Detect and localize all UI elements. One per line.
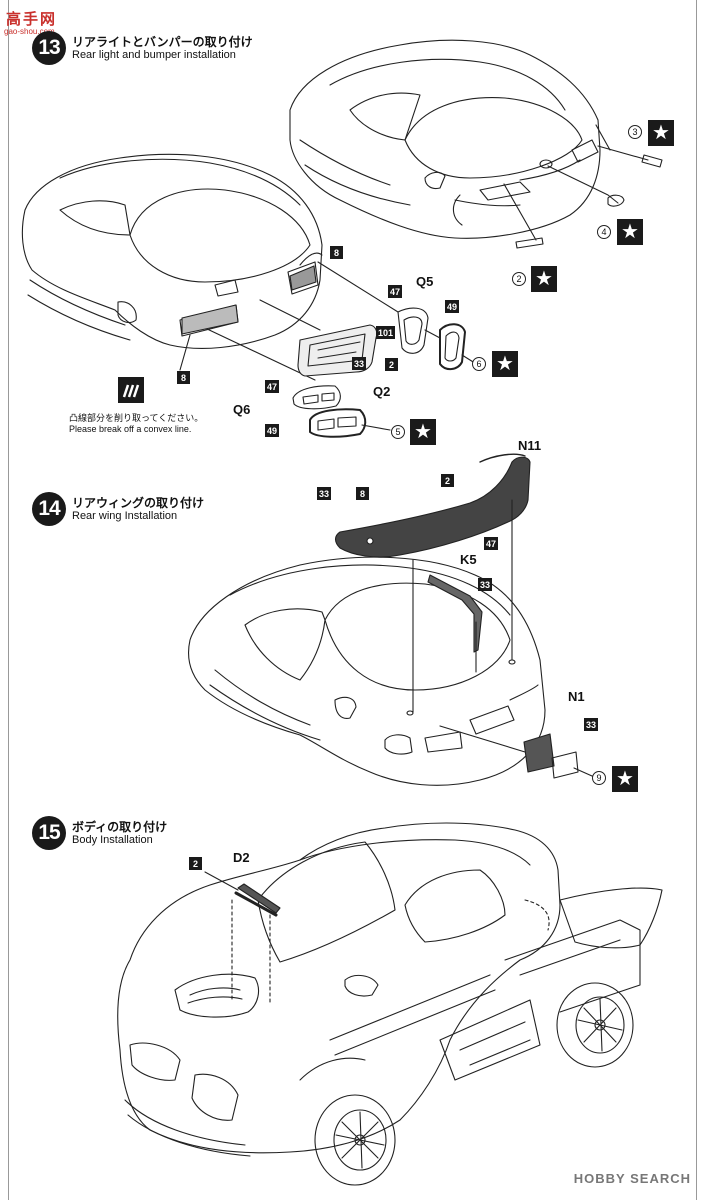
color-badge-8b: 8 xyxy=(177,371,190,384)
color-badge-33c: 33 xyxy=(584,718,599,731)
part-q5: Q5 xyxy=(416,274,434,289)
step-14-title-en: Rear wing Installation xyxy=(72,510,178,522)
step-15-title-en: Body Installation xyxy=(72,834,153,846)
star-icon: ★ xyxy=(617,219,643,245)
step-15-number: 15 xyxy=(32,816,66,850)
step-13-title-jp: リアライトとバンパーの取り付け xyxy=(72,35,253,49)
color-badge-2: 2 xyxy=(189,857,202,870)
star-icon: ★ xyxy=(648,120,674,146)
color-badge-47a: 47 xyxy=(388,285,403,298)
step-14-number: 14 xyxy=(32,492,66,526)
watermark-top-sub: gao-shou.com xyxy=(4,27,55,36)
decal-3: 3 xyxy=(628,125,642,139)
page-border xyxy=(8,0,697,1200)
color-badge-8a: 8 xyxy=(330,246,343,259)
decal-2: 2 xyxy=(512,272,526,286)
part-q2: Q2 xyxy=(373,384,391,399)
color-badge-49b: 49 xyxy=(265,424,280,437)
part-q6: Q6 xyxy=(233,402,251,417)
step14-car xyxy=(187,556,546,786)
part-d2: D2 xyxy=(233,850,250,865)
step-13-title-en: Rear light and bumper installation xyxy=(72,49,236,61)
color-badge-2: 2 xyxy=(385,358,398,371)
step-15-title-jp: ボディの取り付け xyxy=(72,820,168,834)
color-badge-33a: 33 xyxy=(317,487,332,500)
watermark-top: 高手网 xyxy=(6,10,58,28)
color-badge-33b: 33 xyxy=(478,578,493,591)
color-badge-33: 33 xyxy=(352,357,367,370)
color-badge-8: 8 xyxy=(356,487,369,500)
step-13-number: 13 xyxy=(32,31,66,65)
step15-car xyxy=(117,822,663,1186)
part-n1: N1 xyxy=(568,689,585,704)
decal-9: 9 xyxy=(592,771,606,785)
color-badge-47b: 47 xyxy=(265,380,280,393)
decal-4: 4 xyxy=(597,225,611,239)
step13-car-top xyxy=(289,39,611,239)
star-icon: ★ xyxy=(492,351,518,377)
part-k5: K5 xyxy=(460,552,477,567)
star-icon: ★ xyxy=(612,766,638,792)
part-n11: N11 xyxy=(518,438,542,453)
decal-6: 6 xyxy=(472,357,486,371)
watermark-bottom: HOBBY SEARCH xyxy=(573,1171,691,1186)
note-en: Please break off a convex line. xyxy=(69,424,192,434)
color-badge-49a: 49 xyxy=(445,300,460,313)
color-badge-101: 101 xyxy=(376,326,396,339)
part-q5-shape xyxy=(397,307,429,354)
star-icon: ★ xyxy=(531,266,557,292)
star-icon: ★ xyxy=(410,419,436,445)
convex-line-icon xyxy=(118,377,144,403)
color-badge-2: 2 xyxy=(441,474,454,487)
step13-car-bottom xyxy=(21,153,323,349)
note-jp: 凸線部分を削り取ってください。 xyxy=(69,414,204,424)
step-14-title-jp: リアウィングの取り付け xyxy=(72,496,205,510)
decal-5: 5 xyxy=(391,425,405,439)
color-badge-47: 47 xyxy=(484,537,499,550)
